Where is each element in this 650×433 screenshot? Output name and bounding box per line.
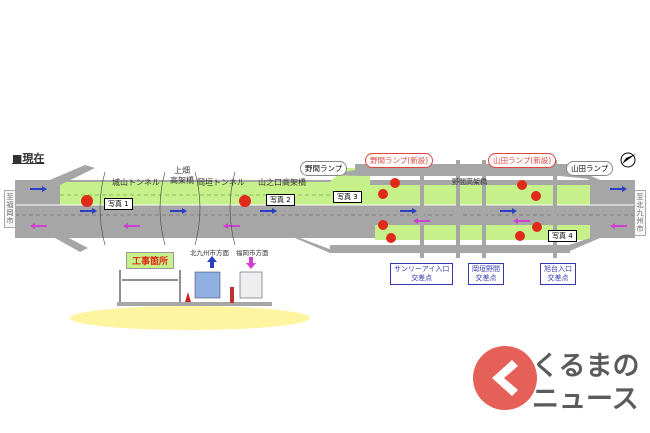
tunnel-label-shiroyama: 城山トンネル <box>112 178 160 187</box>
closure-markers <box>81 178 542 243</box>
ramp-connector <box>45 165 95 185</box>
ramp-connector <box>330 170 600 180</box>
ground <box>70 306 310 330</box>
southbound-arrows <box>30 218 627 229</box>
photo-label-3: 写真 3 <box>333 191 362 203</box>
page-heading: ■現在 <box>12 152 45 165</box>
barrier-icon <box>230 287 234 303</box>
cone-icon <box>185 292 191 302</box>
photo-label-4: 写真 4 <box>548 230 577 242</box>
tunnel-label-okagaki: 岡垣トンネル <box>197 178 245 187</box>
ramp-yamada: 山田ランプ <box>566 161 614 176</box>
arrow-down-icon <box>246 257 256 269</box>
truck-north-icon <box>194 271 221 299</box>
bridge-label-noma: 野間高架橋 <box>452 178 487 186</box>
ramp-yamada-new: 山田ランプ(新設) <box>488 153 557 168</box>
intersection-asahidai: 旭台入口 交差点 <box>540 263 576 285</box>
intersection-sunrise: サンリーアイ入口 交差点 <box>390 263 454 285</box>
watermark: くるまのニュース <box>532 351 640 415</box>
truck-south-icon <box>239 271 263 299</box>
arrow-up-icon <box>207 256 217 268</box>
frontage-road-bottom <box>330 245 570 253</box>
bridge-label-yamanokuchi: 山之口高架橋 <box>258 178 306 187</box>
work-zone-label: 工事箇所 <box>126 252 175 269</box>
road-surface <box>117 302 272 306</box>
logo-icon <box>473 346 537 410</box>
photo-label-2: 写真 2 <box>266 194 295 206</box>
intersection-okagaki-noma: 岡垣野間 交差点 <box>468 263 504 285</box>
direction-north-label: 北九州市方面 <box>190 249 229 257</box>
north-arrow-icon <box>620 152 636 168</box>
photo-label-1: 写真 1 <box>104 198 133 210</box>
ramp-noma-new: 野間ランプ(新設) <box>365 153 434 168</box>
tunnel-portals <box>99 171 236 246</box>
bridge-label-uehata: 上畑 高架橋 <box>170 166 194 185</box>
direction-south-label: 福岡市方面 <box>236 249 269 257</box>
end-label-fukuoka: 至 福岡市 <box>4 190 16 228</box>
frontage-road-top <box>355 164 570 172</box>
ramp-connector <box>560 238 600 253</box>
end-label-kitakyushu: 至 北九州市 <box>634 190 646 236</box>
ramp-connector <box>295 238 340 253</box>
ramp-connector <box>55 236 88 252</box>
ramp-noma: 野間ランプ <box>300 161 348 176</box>
northbound-arrows <box>30 186 627 214</box>
